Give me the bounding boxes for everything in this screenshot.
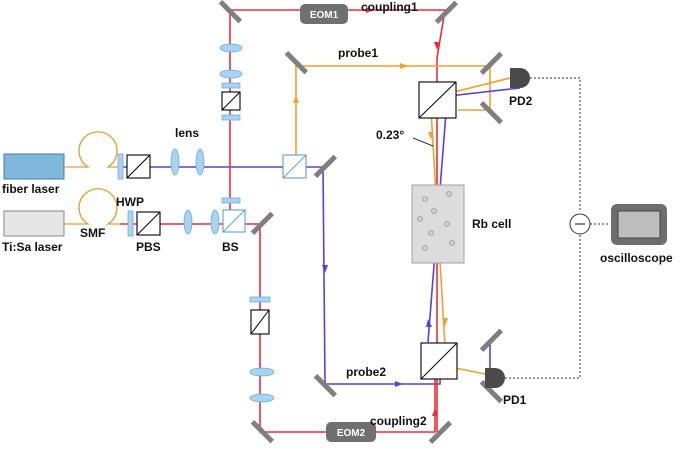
ti-sa-laser-box — [3, 210, 65, 237]
smf-label: SMF — [80, 226, 105, 240]
bs-label: BS — [222, 240, 239, 254]
bs-top — [418, 81, 457, 119]
fiber-laser-box — [3, 153, 65, 180]
coupling2-label: coupling2 — [370, 414, 427, 428]
fiber-laser-label: fiber laser — [2, 182, 60, 196]
fiber-coil-bottom — [64, 188, 120, 225]
bs-bottom — [420, 342, 458, 380]
vertical-arm-optics-top — [219, 43, 243, 204]
pd1-label: PD1 — [503, 393, 527, 407]
eom2-label: EOM2 — [337, 428, 366, 439]
eom1-label: EOM1 — [310, 10, 339, 21]
pd1-detector — [485, 368, 505, 388]
probe1-beam — [295, 65, 491, 159]
pd2-detector — [510, 68, 530, 88]
oscilloscope-label: oscilloscope — [600, 251, 673, 265]
probe1-label: probe1 — [338, 46, 378, 60]
vertical-arm-optics-bottom — [249, 296, 275, 403]
pbs-label: PBS — [136, 240, 161, 254]
pd2-label: PD2 — [509, 94, 533, 108]
mirrors — [218, 0, 504, 445]
hwp-label: HWP — [116, 195, 144, 209]
probe2-label: probe2 — [346, 365, 386, 379]
fiber-coil-top — [64, 131, 120, 168]
probe-arm-optics — [117, 148, 307, 180]
oscilloscope-icon — [611, 204, 667, 245]
eom2-device — [326, 422, 376, 442]
rb-cell-label: Rb cell — [472, 217, 511, 231]
coupling-arm-optics — [127, 209, 246, 237]
ti-sa-laser-label: Ti:Sa laser — [2, 240, 63, 254]
coupling1-label: coupling1 — [361, 0, 418, 14]
coupling-beam-bottom-laser — [120, 223, 436, 433]
angle-label: 0.23° — [376, 128, 404, 142]
detector-wires — [505, 77, 610, 379]
angle-pointer — [412, 137, 434, 147]
eom1-device — [300, 4, 348, 24]
lens-label: lens — [175, 126, 199, 140]
rb-cell — [411, 184, 465, 264]
